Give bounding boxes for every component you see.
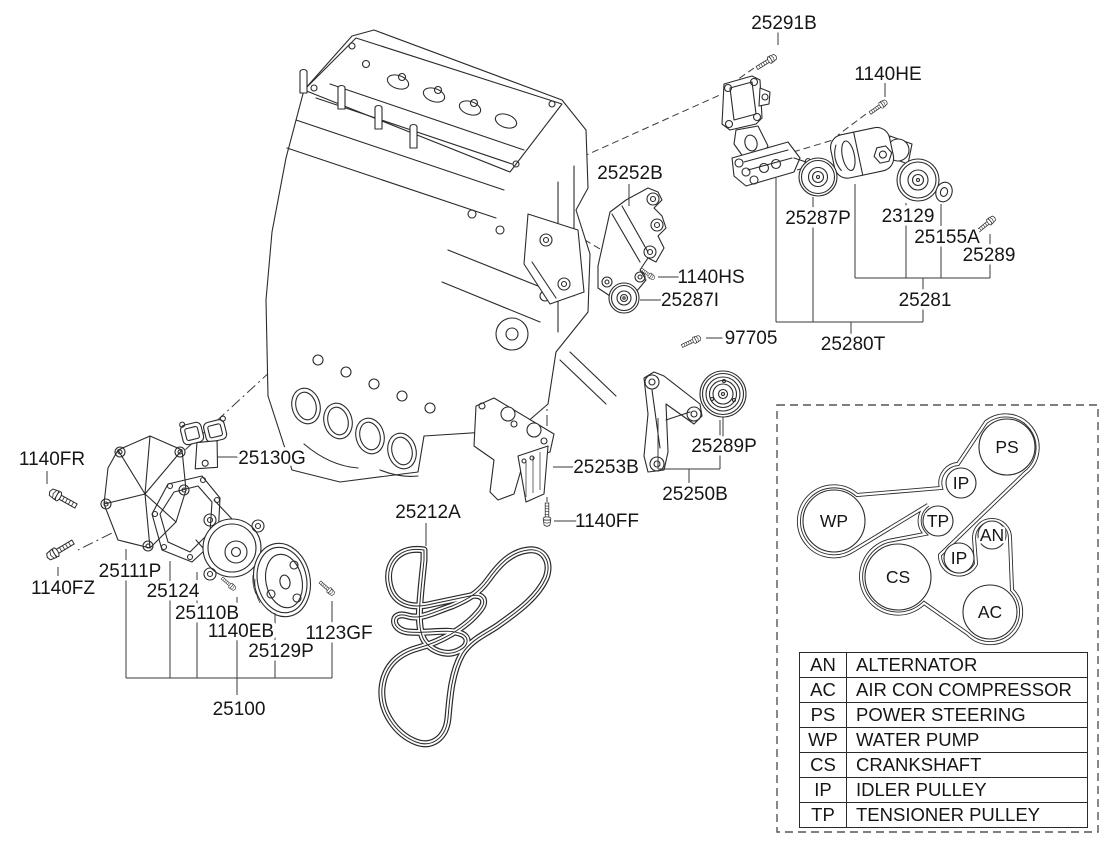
part-label-25110B: 25110B bbox=[175, 603, 239, 624]
legend-row-TP: TP TENSIONER PULLEY bbox=[799, 802, 1088, 828]
pulley-PS-code: PS bbox=[995, 437, 1018, 457]
legend-name: POWER STEERING bbox=[846, 702, 1088, 728]
pulley-25289P-drawing bbox=[699, 370, 747, 418]
part-label-1140FR: 1140FR bbox=[19, 449, 85, 470]
part-label-1140EB: 1140EB bbox=[208, 621, 274, 642]
engine-block-illustration bbox=[265, 29, 617, 483]
bolt-1123GF bbox=[317, 579, 337, 598]
part-label-25129P: 25129P bbox=[248, 641, 314, 662]
bracket-25252B-drawing bbox=[597, 187, 667, 297]
legend-name: CRANKSHAFT bbox=[846, 752, 1088, 778]
part-label-25280T: 25280T bbox=[821, 334, 886, 355]
part-label-25100: 25100 bbox=[213, 699, 266, 720]
belt-routing-path bbox=[796, 413, 1040, 646]
part-label-25250B: 25250B bbox=[662, 484, 728, 505]
legend-row-IP: IP IDLER PULLEY bbox=[799, 777, 1088, 803]
part-label-25111P: 25111P bbox=[99, 561, 162, 582]
part-label-25212A: 25212A bbox=[395, 502, 461, 523]
part-label-25289: 25289 bbox=[963, 245, 1016, 266]
part-label-25287I: 25287I bbox=[661, 290, 719, 311]
legend-row-CS: CS CRANKSHAFT bbox=[799, 752, 1088, 778]
part-label-25289P: 25289P bbox=[691, 436, 757, 457]
part-label-1123GF: 1123GF bbox=[305, 623, 372, 644]
legend-code: CS bbox=[799, 752, 847, 778]
legend-code: AC bbox=[799, 677, 847, 703]
legend-row-AC: AC AIR CON COMPRESSOR bbox=[799, 677, 1088, 703]
pump-housing-25111P-drawing bbox=[100, 435, 190, 552]
legend-name: IDLER PULLEY bbox=[846, 777, 1088, 803]
part-label-1140HE: 1140HE bbox=[854, 64, 921, 85]
belt-routing-legend: PS IP WP TP AN IP CS AC bbox=[776, 404, 1099, 833]
legend-name: WATER PUMP bbox=[846, 727, 1088, 753]
part-label-25252B: 25252B bbox=[597, 163, 663, 184]
legend-code: TP bbox=[799, 802, 847, 828]
idler-pulley-25287I-drawing bbox=[608, 282, 640, 314]
pulley-IP-lower-code: IP bbox=[951, 548, 968, 568]
legend-pulleys: PS IP WP TP AN IP CS AC bbox=[802, 418, 1036, 640]
part-label-1140FF: 1140FF bbox=[575, 511, 639, 532]
bolt-1140HE bbox=[867, 98, 890, 117]
part-label-23129: 23129 bbox=[882, 206, 935, 227]
legend-dashed-border bbox=[776, 404, 1099, 833]
part-label-25281: 25281 bbox=[899, 290, 952, 311]
part-label-25287P: 25287P bbox=[785, 208, 851, 229]
part-label-97705: 97705 bbox=[725, 328, 778, 349]
pulley-PS bbox=[978, 418, 1036, 476]
bolt-1140FF bbox=[542, 502, 552, 527]
bolt-25291B bbox=[754, 52, 779, 72]
idler-pulley-23129-drawing bbox=[896, 158, 940, 202]
part-label-25124: 25124 bbox=[147, 581, 200, 602]
pulley-AN bbox=[977, 520, 1007, 550]
bolt-1140FZ bbox=[44, 537, 77, 563]
bracket-25250B-drawing bbox=[643, 371, 703, 473]
bracket-25253B-drawing bbox=[473, 397, 555, 503]
water-pump-gasket-25130G-drawing bbox=[179, 415, 228, 470]
pulley-IP-lower bbox=[943, 542, 975, 574]
part-label-25253B: 25253B bbox=[573, 457, 639, 478]
bolt-1140FR bbox=[46, 486, 79, 511]
belt-tensioner-assembly-drawing bbox=[830, 126, 913, 179]
drive-belt-25212A-drawing bbox=[378, 545, 552, 748]
part-label-1140FZ: 1140FZ bbox=[31, 578, 95, 599]
pulley-TP-code: TP bbox=[927, 511, 949, 531]
legend-row-WP: WP WATER PUMP bbox=[799, 727, 1088, 753]
pulley-TP bbox=[922, 505, 954, 537]
washer-25155A-drawing bbox=[935, 181, 953, 203]
part-label-25291B: 25291B bbox=[751, 13, 817, 34]
pulley-IP-upper bbox=[945, 467, 977, 499]
legend-code: PS bbox=[799, 702, 847, 728]
pulley-AN-code: AN bbox=[980, 525, 1004, 545]
leader-lines bbox=[46, 31, 991, 695]
pulley-AC-code: AC bbox=[978, 602, 1002, 622]
part-label-25130G: 25130G bbox=[238, 448, 306, 469]
pump-pulley-25129P-drawing bbox=[252, 542, 311, 618]
pulley-CS-code: CS bbox=[886, 567, 910, 587]
bolt-97705 bbox=[680, 333, 703, 350]
legend-table: AN ALTERNATOR AC AIR CON COMPRESSOR PS P… bbox=[799, 652, 1088, 828]
legend-name: ALTERNATOR bbox=[846, 652, 1088, 678]
legend-row-PS: PS POWER STEERING bbox=[799, 702, 1088, 728]
pulley-CS bbox=[864, 543, 932, 611]
idler-pulley-25287P-drawing bbox=[798, 157, 838, 197]
pulley-IP-upper-code: IP bbox=[953, 473, 970, 493]
legend-code: WP bbox=[799, 727, 847, 753]
part-labels: 25291B 1140HE 25252B 1140HS 25287I 97705… bbox=[15, 10, 1019, 724]
tensioner-mount-bracket-drawing bbox=[721, 75, 812, 187]
part-label-1140HS: 1140HS bbox=[677, 267, 744, 288]
pulley-WP bbox=[802, 489, 866, 553]
legend-code: AN bbox=[799, 652, 847, 678]
pulley-AC bbox=[962, 584, 1018, 640]
legend-name: TENSIONER PULLEY bbox=[846, 802, 1088, 828]
legend-code: IP bbox=[799, 777, 847, 803]
legend-name: AIR CON COMPRESSOR bbox=[846, 677, 1088, 703]
water-pump-25110B-drawing bbox=[195, 499, 267, 581]
pulley-WP-code: WP bbox=[820, 511, 848, 531]
bolt-1140EB bbox=[219, 575, 238, 592]
legend-row-AN: AN ALTERNATOR bbox=[799, 652, 1088, 678]
part-label-25155A: 25155A bbox=[914, 227, 980, 248]
